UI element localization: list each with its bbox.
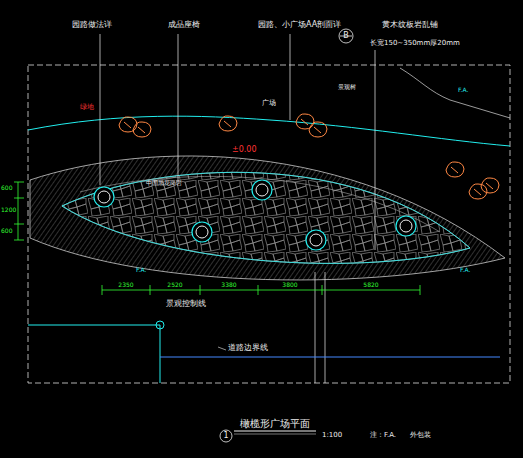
inner-line xyxy=(80,176,440,232)
label: 长宽150~350mm厚20mm xyxy=(370,40,460,48)
label: 景观控制线 xyxy=(166,300,206,309)
label: 600 xyxy=(1,228,12,235)
shrub xyxy=(219,116,237,131)
shrub xyxy=(309,122,327,137)
shrub xyxy=(133,122,151,137)
tree-pit xyxy=(98,191,110,203)
label: 广场 xyxy=(262,100,276,108)
dimension-line xyxy=(14,182,420,295)
label: 绿地 xyxy=(80,104,94,112)
label: 园路做法详 xyxy=(72,21,112,30)
label: F.A. xyxy=(136,267,146,274)
shrubs xyxy=(119,114,499,199)
label: 2350 xyxy=(118,282,133,289)
tree-pit xyxy=(196,226,208,238)
label: 5820 xyxy=(363,282,378,289)
label: 外包装 xyxy=(410,432,431,440)
view-number-circle xyxy=(220,430,232,442)
label: 3800 xyxy=(282,282,297,289)
contour xyxy=(400,68,510,118)
label: 1:100 xyxy=(322,432,342,440)
label: 2520 xyxy=(167,282,182,289)
section-mark xyxy=(339,29,353,43)
label: F.A. xyxy=(460,267,470,274)
shrub xyxy=(296,114,314,129)
label: 1 xyxy=(223,432,228,441)
tree-pit xyxy=(252,180,272,200)
drawing-title: 橄榄形广场平面 xyxy=(240,418,310,429)
label: 600 xyxy=(1,185,12,192)
label: F.A. xyxy=(458,87,468,94)
shrub xyxy=(119,117,137,132)
label: ±0.00 xyxy=(232,146,257,155)
paving-band xyxy=(30,156,505,280)
shrub xyxy=(469,184,487,199)
label: 中国黑花岗岩 xyxy=(146,180,182,187)
tree-pit xyxy=(396,216,416,236)
label: 园路、小广场AA剖面详 xyxy=(258,21,341,30)
label: 1200 xyxy=(1,207,16,214)
label: 3380 xyxy=(221,282,236,289)
boundary-lines xyxy=(28,321,500,383)
tree-pit xyxy=(94,187,114,207)
label: 注：F.A. xyxy=(370,432,396,440)
tree-pit xyxy=(400,220,412,232)
tree-pit xyxy=(306,230,326,250)
label: 景观树 xyxy=(338,84,356,91)
label: 黄木纹板岩乱铺 xyxy=(382,21,438,30)
label: 道路边界线 xyxy=(228,344,268,353)
label: 成品座椅 xyxy=(168,21,200,30)
tree-pit xyxy=(256,184,268,196)
tree-pit xyxy=(310,234,322,246)
tree-pit xyxy=(192,222,212,242)
tree-pits xyxy=(94,180,416,250)
leader-lines xyxy=(100,34,375,383)
stone-paving xyxy=(62,172,470,263)
shrub xyxy=(446,162,464,177)
label: B xyxy=(343,32,349,41)
